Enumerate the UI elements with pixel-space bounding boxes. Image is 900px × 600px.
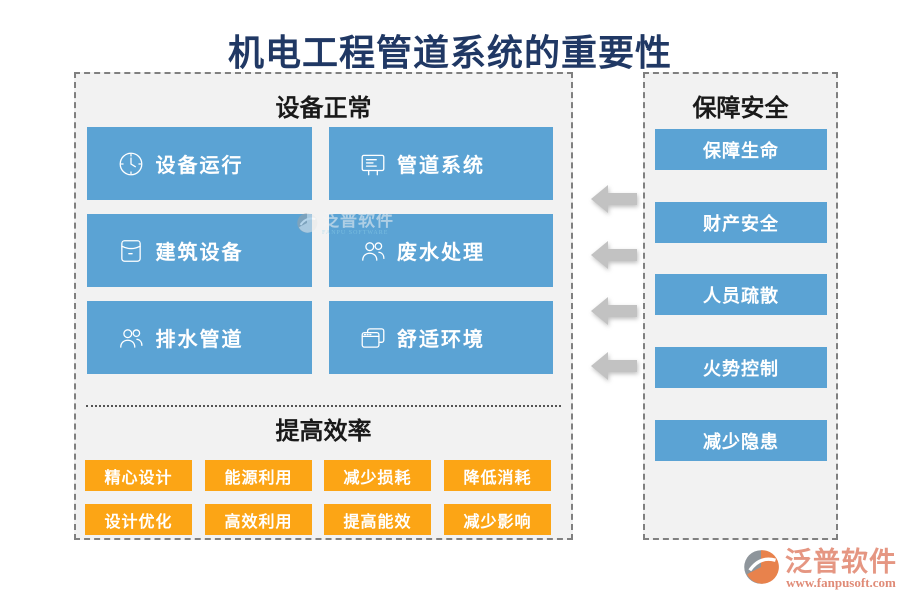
form-list-icon: [359, 150, 387, 178]
equipment-button-paiShuiGuanDao[interactable]: 排水管道: [87, 301, 312, 374]
equipment-button-label: 管道系统: [397, 155, 485, 177]
efficiency-button[interactable]: 高效利用: [205, 504, 312, 535]
overlap-windows-icon: [359, 324, 387, 352]
left-arrow-icon: [591, 297, 637, 325]
clock-icon: [117, 150, 145, 178]
safety-button[interactable]: 减少隐患: [655, 420, 827, 461]
equipment-button-guanDaoXiTong[interactable]: 管道系统: [329, 127, 553, 200]
envelope-icon: [117, 237, 145, 265]
equipment-button-label: 排水管道: [155, 329, 244, 351]
efficiency-button[interactable]: 设计优化: [85, 504, 192, 535]
safety-button[interactable]: 人员疏散: [655, 274, 827, 315]
efficiency-button[interactable]: 精心设计: [85, 460, 192, 491]
left-arrow-icon: [591, 352, 637, 380]
equipment-button-label: 废水处理: [397, 242, 485, 264]
safety-panel: 保障安全 保障生命 财产安全 人员疏散 火势控制 减少隐患: [643, 72, 838, 540]
efficiency-button[interactable]: 能源利用: [205, 460, 312, 491]
equipment-button-sheBeiYunXing[interactable]: 设备运行: [87, 127, 312, 200]
page-title: 机电工程管道系统的重要性: [227, 33, 672, 73]
equipment-button-label: 舒适环境: [397, 329, 485, 351]
fanpu-logo-mark-icon: [742, 548, 780, 591]
efficiency-button[interactable]: 减少影响: [444, 504, 551, 535]
safety-header: 保障安全: [692, 96, 789, 122]
efficiency-button[interactable]: 降低消耗: [444, 460, 551, 491]
users-icon: [117, 324, 145, 352]
equipment-button-shuShiHuanJing[interactable]: 舒适环境: [329, 301, 553, 374]
equipment-button-feiShuiChuLi[interactable]: 废水处理: [329, 214, 553, 287]
safety-button[interactable]: 火势控制: [655, 347, 827, 388]
efficiency-button[interactable]: 提高能效: [324, 504, 431, 535]
equipment-button-jianZhuSheBei[interactable]: 建筑设备: [87, 214, 312, 287]
safety-button[interactable]: 财产安全: [655, 202, 827, 243]
equipment-button-label: 建筑设备: [155, 242, 244, 264]
safety-button[interactable]: 保障生命: [655, 129, 827, 170]
section-divider: [86, 405, 561, 407]
logo-url: www.fanpusoft.com: [786, 575, 896, 590]
efficiency-button[interactable]: 减少损耗: [324, 460, 431, 491]
equipment-button-label: 设备运行: [155, 155, 244, 177]
users-icon: [359, 237, 387, 265]
equipment-panel: 设备正常 设备运行 管道系统: [74, 72, 573, 540]
logo-name: 泛普软件: [785, 547, 897, 577]
left-arrow-icon: [591, 185, 637, 213]
equipment-header: 设备正常: [275, 96, 372, 122]
left-arrow-icon: [591, 241, 637, 269]
efficiency-header: 提高效率: [275, 419, 372, 445]
fanpu-logo: 泛普软件 www.fanpusoft.com: [742, 548, 897, 591]
